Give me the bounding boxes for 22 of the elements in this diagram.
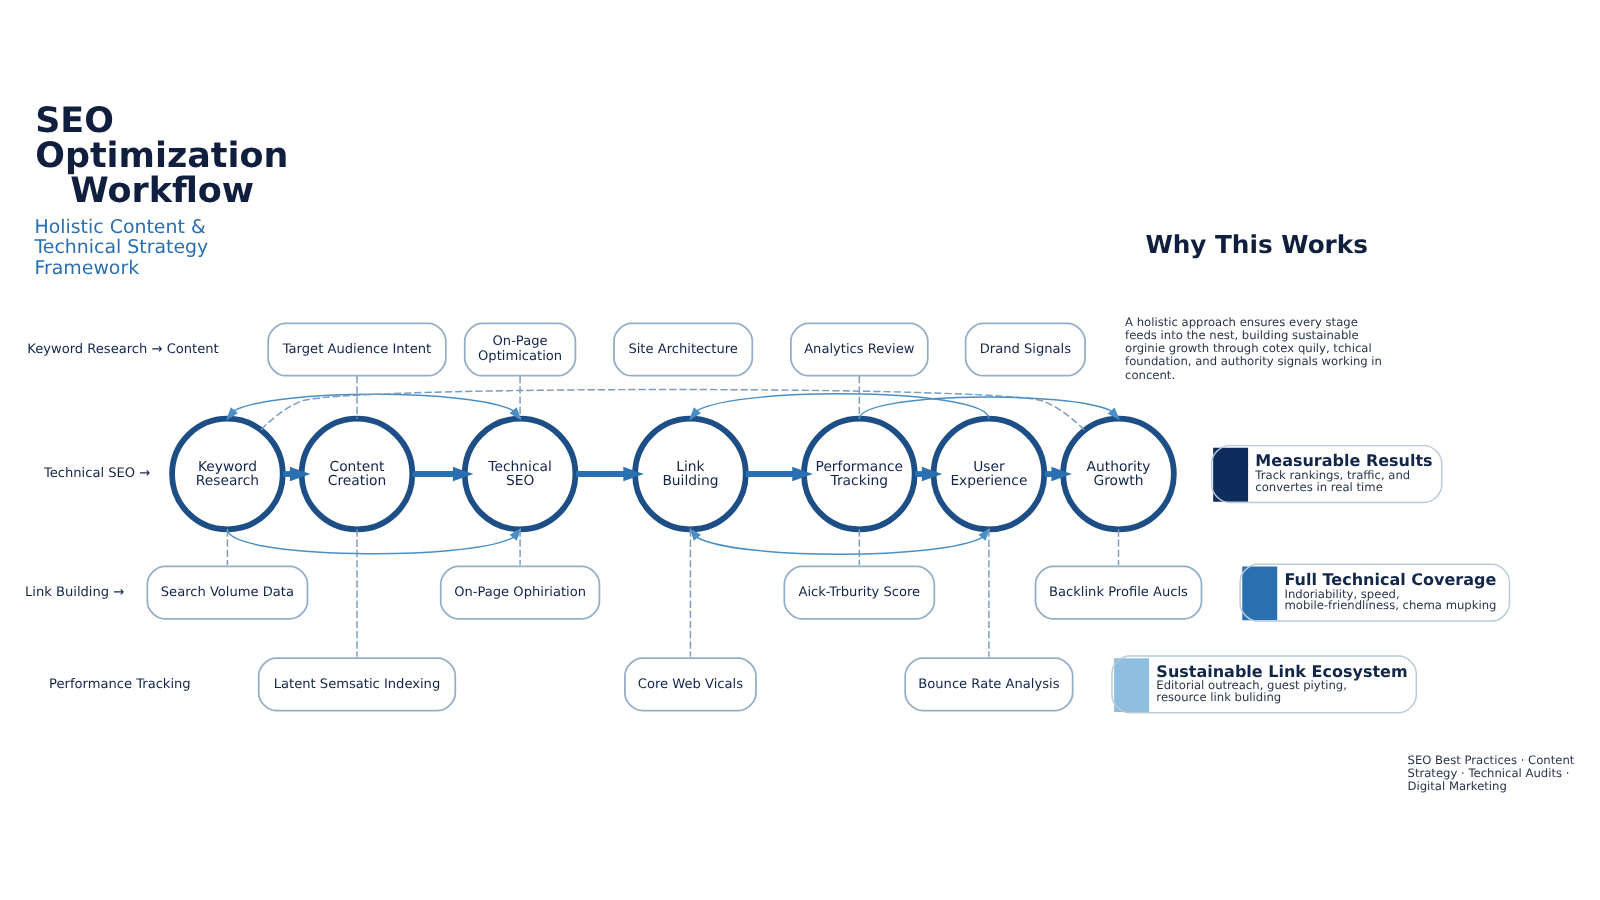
label: Why This Works xyxy=(1145,230,1369,259)
arrow xyxy=(745,466,813,482)
connector xyxy=(260,388,1085,431)
arrow xyxy=(575,466,644,482)
diagram-title: SEO Optimization Workflow xyxy=(35,102,289,213)
connector xyxy=(689,528,692,658)
connector xyxy=(988,528,990,658)
label: Holistic Content & Technical Strategy Framework xyxy=(34,216,209,280)
arrow xyxy=(689,393,990,421)
arrow xyxy=(858,396,1120,421)
arrow xyxy=(226,393,522,421)
arrow xyxy=(226,527,522,555)
connector xyxy=(858,375,861,420)
arrow xyxy=(412,466,474,482)
connector xyxy=(356,528,358,658)
connector xyxy=(858,528,861,566)
connector xyxy=(519,375,521,420)
connector xyxy=(356,375,358,420)
arrow xyxy=(689,527,991,555)
connector xyxy=(519,528,521,566)
connector xyxy=(226,528,229,566)
connector xyxy=(1117,528,1120,566)
